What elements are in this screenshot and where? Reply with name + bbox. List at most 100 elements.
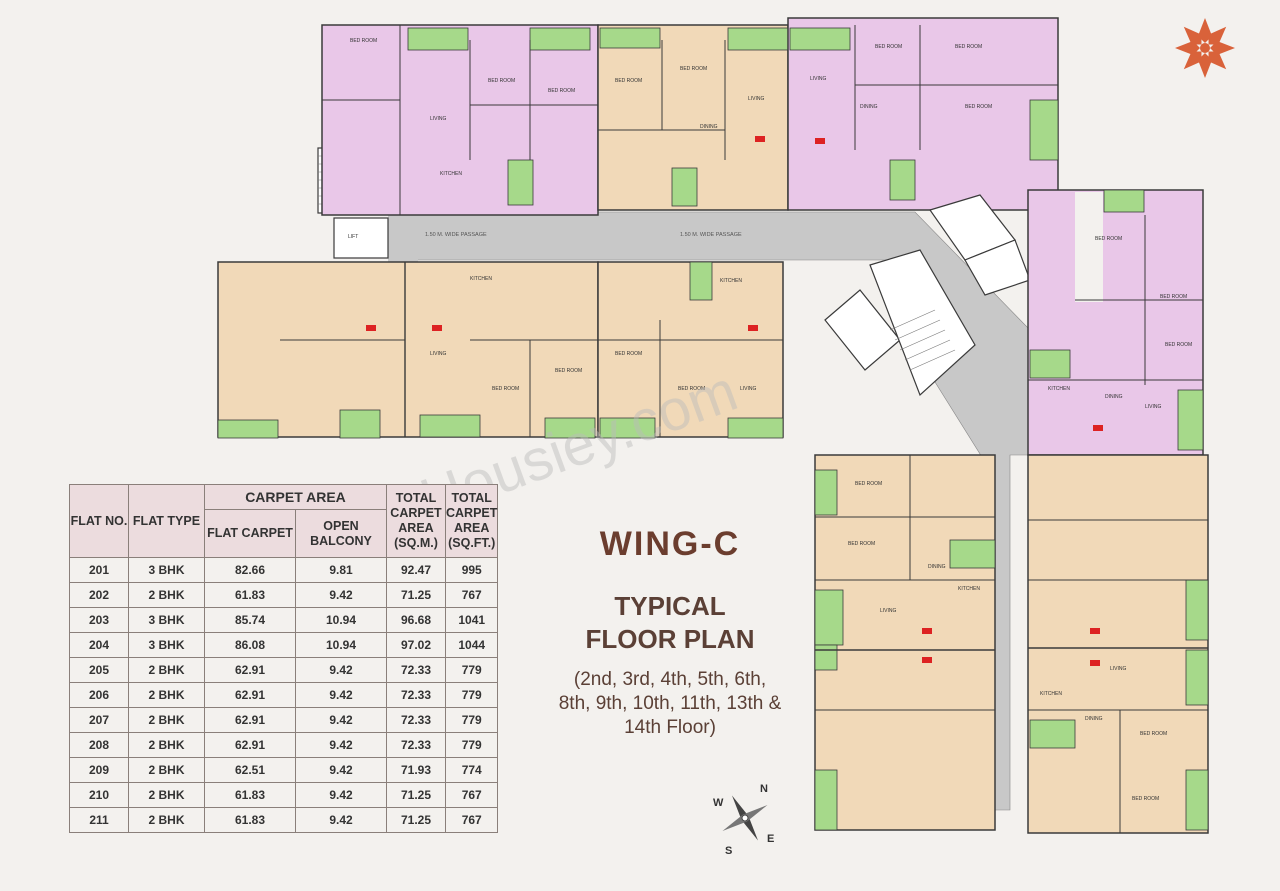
cell-type: 2 BHK [128,732,205,758]
cell-balcony: 9.42 [295,807,387,833]
col-flat-type: FLAT TYPE [128,484,205,558]
carpet-area-table: FLAT NO. FLAT TYPE CARPET AREA TOTAL CAR… [69,484,499,833]
cell-sqft: 767 [444,782,499,808]
room-label: LIVING [430,116,447,122]
room-label: KITCHEN [720,278,742,284]
cell-type: 3 BHK [128,557,205,583]
room-label: BED ROOM [848,541,875,547]
flat-top-right-pink: LIVING BED ROOM BED ROOM BED ROOM DINING [787,17,1059,211]
compass-n: N [760,783,768,795]
flat-lower-left-tan: BED ROOM BED ROOM LIVING DINING KITCHEN [814,454,996,831]
flat-mid-left-tan: KITCHEN LIVING BED ROOM BED ROOM [217,261,599,439]
room-label: BED ROOM [855,481,882,487]
room-label: LIVING [880,608,897,614]
room-label: DINING [860,104,878,110]
room-label: BED ROOM [678,386,705,392]
cell-type: 2 BHK [128,807,205,833]
cell-type: 2 BHK [128,657,205,683]
compass-w: W [713,797,724,809]
floors-line3: 14th Floor) [624,717,716,738]
cell-sqft: 995 [444,557,499,583]
room-label: BED ROOM [1132,796,1159,802]
cell-sqm: 92.47 [386,557,446,583]
cell-balcony: 10.94 [295,632,387,658]
cell-no: 211 [69,807,129,833]
cell-type: 3 BHK [128,632,205,658]
flat-top-left-pink: BED ROOM LIVING BED ROOM BED ROOM KITCHE… [321,24,599,216]
room-label: BED ROOM [488,78,515,84]
room-label: BED ROOM [492,386,519,392]
cell-sqm: 72.33 [386,707,446,733]
floors-line1: (2nd, 3rd, 4th, 5th, 6th, [573,669,767,690]
floors-list: (2nd, 3rd, 4th, 5th, 6th, 8th, 9th, 10th… [540,668,800,740]
room-label: KITCHEN [1048,386,1070,392]
cell-carpet: 61.83 [204,582,296,608]
cell-sqm: 72.33 [386,732,446,758]
cell-sqft: 1044 [444,632,499,658]
cell-sqm: 71.25 [386,807,446,833]
room-label: LIVING [430,351,447,357]
cell-type: 2 BHK [128,582,205,608]
passage-label-1: 1.50 M. WIDE PASSAGE [425,232,487,238]
cell-no: 201 [69,557,129,583]
cell-balcony: 9.42 [295,782,387,808]
room-label: LIVING [748,96,765,102]
typical-floor-plan: TYPICAL FLOOR PLAN [540,590,800,656]
passage-label-2: 1.50 M. WIDE PASSAGE [680,232,742,238]
col-open-balcony: OPEN BALCONY [295,509,387,558]
cell-carpet: 85.74 [204,607,296,633]
cell-carpet: 62.91 [204,657,296,683]
cell-type: 2 BHK [128,682,205,708]
subtitle-line2: FLOOR PLAN [585,624,755,654]
cell-sqft: 779 [444,707,499,733]
cell-sqft: 774 [444,757,499,783]
room-label: DINING [700,124,718,130]
room-label: BED ROOM [615,351,642,357]
cell-balcony: 9.42 [295,732,387,758]
cell-balcony: 9.42 [295,707,387,733]
room-label: BED ROOM [1160,294,1187,300]
room-label: BED ROOM [1140,731,1167,737]
cell-balcony: 9.42 [295,757,387,783]
room-label: LIVING [1145,404,1162,410]
room-label: KITCHEN [1040,691,1062,697]
cell-type: 2 BHK [128,707,205,733]
room-label: BED ROOM [615,78,642,84]
room-label: LIVING [810,76,827,82]
room-label: DINING [1105,394,1123,400]
flat-top-center-tan: BED ROOM BED ROOM LIVING DINING [597,24,789,211]
col-flat-no: FLAT NO. [69,484,129,558]
flat-lower-right-tan: LIVING BED ROOM BED ROOM DINING KITCHEN [1027,454,1209,834]
room-label: KITCHEN [440,171,462,177]
col-total-sqft: TOTAL CARPET AREA (SQ.FT.) [444,484,499,558]
cell-carpet: 61.83 [204,807,296,833]
cell-carpet: 62.91 [204,707,296,733]
col-total-sqm: TOTAL CARPET AREA (SQ.M.) [386,484,446,558]
room-label: KITCHEN [958,586,980,592]
cell-carpet: 62.91 [204,732,296,758]
cell-no: 204 [69,632,129,658]
room-label: BED ROOM [680,66,707,72]
room-label: DINING [1085,716,1103,722]
compass-s: S [725,845,732,857]
flat-right-pink: BED ROOM BED ROOM BED ROOM DINING LIVING… [1027,189,1204,456]
cell-sqm: 72.33 [386,682,446,708]
room-label: BED ROOM [955,44,982,50]
cell-type: 2 BHK [128,782,205,808]
cell-balcony: 9.42 [295,582,387,608]
floors-line2: 8th, 9th, 10th, 11th, 13th & [558,693,782,714]
cell-balcony: 9.81 [295,557,387,583]
cell-no: 202 [69,582,129,608]
room-label: BED ROOM [1165,342,1192,348]
cell-no: 208 [69,732,129,758]
cell-balcony: 9.42 [295,657,387,683]
